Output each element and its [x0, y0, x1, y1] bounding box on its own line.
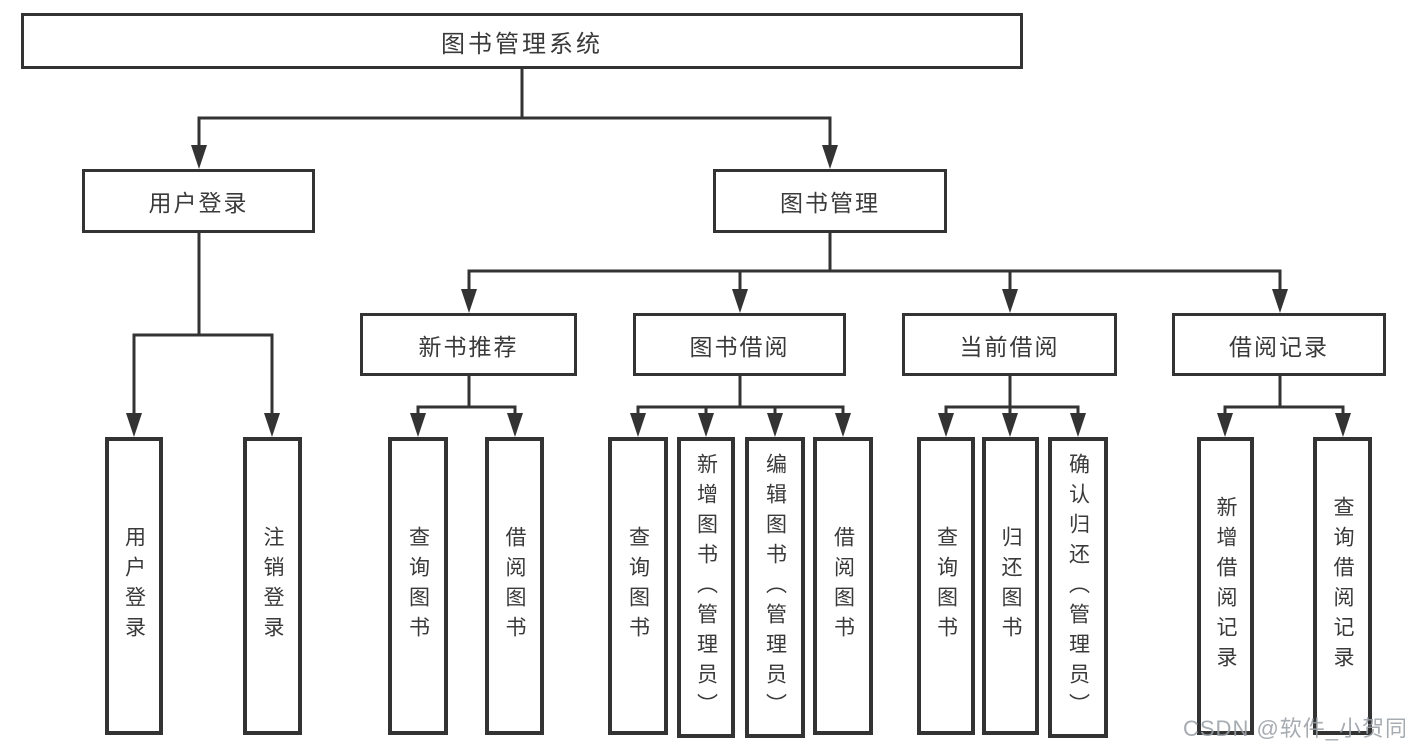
- connector-root-to-level2: [197, 69, 832, 149]
- arrowhead: [410, 413, 426, 437]
- node-book-management: 图书管理: [713, 169, 947, 233]
- node-label: 图书管理: [780, 190, 880, 216]
- leaf-label: 新增图书（管理员）: [694, 452, 718, 723]
- leaf-label: 新增借阅记录: [1214, 496, 1237, 676]
- arrowhead: [938, 413, 954, 437]
- leaf-confirm-return-admin: 确认归还（管理员）: [1048, 437, 1108, 738]
- arrowhead: [822, 145, 838, 169]
- leaf-borrow-books: 借阅图书: [485, 437, 544, 735]
- leaf-add-borrow-record: 新增借阅记录: [1197, 437, 1254, 735]
- leaf-logout: 注销登录: [243, 437, 302, 735]
- arrowhead: [1002, 413, 1018, 437]
- leaf-query-books: 查询图书: [917, 437, 975, 735]
- connector-borrow-records-to-leaves: [1223, 376, 1345, 417]
- arrowhead: [1272, 289, 1288, 313]
- arrowhead: [1002, 289, 1018, 313]
- arrowhead: [630, 413, 646, 437]
- node-library-management-system: 图书管理系统: [21, 13, 1023, 69]
- node-label: 借阅记录: [1229, 333, 1329, 360]
- connector-book-management-to-level3: [467, 233, 1282, 293]
- arrowhead: [732, 289, 748, 313]
- leaf-label: 编辑图书（管理员）: [763, 452, 787, 723]
- connector-current-borrow-to-leaves: [944, 376, 1080, 417]
- connector-user-login-to-leaves: [132, 232, 274, 417]
- leaf-borrow-books: 借阅图书: [813, 437, 873, 735]
- arrowhead: [264, 413, 280, 437]
- leaf-query-books: 查询图书: [388, 437, 448, 735]
- arrowhead: [461, 289, 477, 313]
- leaf-label: 确认归还（管理员）: [1066, 452, 1090, 723]
- arrowhead: [767, 413, 783, 437]
- connector-new-book-to-leaves: [416, 376, 517, 417]
- node-label: 新书推荐: [418, 333, 519, 360]
- node-user-login: 用户登录: [82, 169, 315, 233]
- arrowhead: [507, 413, 523, 437]
- leaf-user-login: 用户登录: [105, 437, 163, 735]
- leaf-label: 查询图书: [626, 526, 650, 646]
- arrowhead: [698, 413, 714, 437]
- leaf-label: 查询图书: [934, 526, 958, 646]
- arrowhead: [1335, 413, 1351, 437]
- node-label: 图书借阅: [689, 333, 790, 360]
- leaf-label: 用户登录: [122, 526, 146, 646]
- leaf-label: 归还图书: [999, 526, 1022, 646]
- node-borrow-records: 借阅记录: [1172, 313, 1386, 376]
- leaf-edit-books-admin: 编辑图书（管理员）: [745, 437, 805, 738]
- leaf-label: 查询借阅记录: [1331, 496, 1354, 676]
- node-current-borrow: 当前借阅: [902, 313, 1117, 376]
- leaf-label: 注销登录: [261, 526, 284, 646]
- node-label: 用户登录: [148, 190, 249, 216]
- leaf-label: 查询图书: [406, 526, 430, 646]
- csdn-watermark: CSDN @软件_小贺同学: [1183, 716, 1405, 741]
- arrowhead: [1217, 413, 1233, 437]
- arrowhead: [191, 145, 207, 169]
- leaf-label: 借阅图书: [503, 526, 526, 646]
- leaf-label: 借阅图书: [831, 526, 855, 646]
- arrowhead: [835, 413, 851, 437]
- node-new-book-recommend: 新书推荐: [360, 313, 577, 376]
- arrowhead: [1070, 413, 1086, 437]
- node-book-borrow: 图书借阅: [633, 313, 846, 376]
- leaf-query-books: 查询图书: [608, 437, 668, 735]
- arrowhead: [126, 413, 142, 437]
- leaf-return-books: 归还图书: [982, 437, 1039, 735]
- leaf-query-borrow-record: 查询借阅记录: [1313, 437, 1372, 735]
- node-label: 图书管理系统: [441, 30, 603, 58]
- leaf-add-books-admin: 新增图书（管理员）: [677, 437, 735, 738]
- connector-book-borrow-to-leaves: [636, 376, 845, 417]
- node-label: 当前借阅: [959, 333, 1060, 360]
